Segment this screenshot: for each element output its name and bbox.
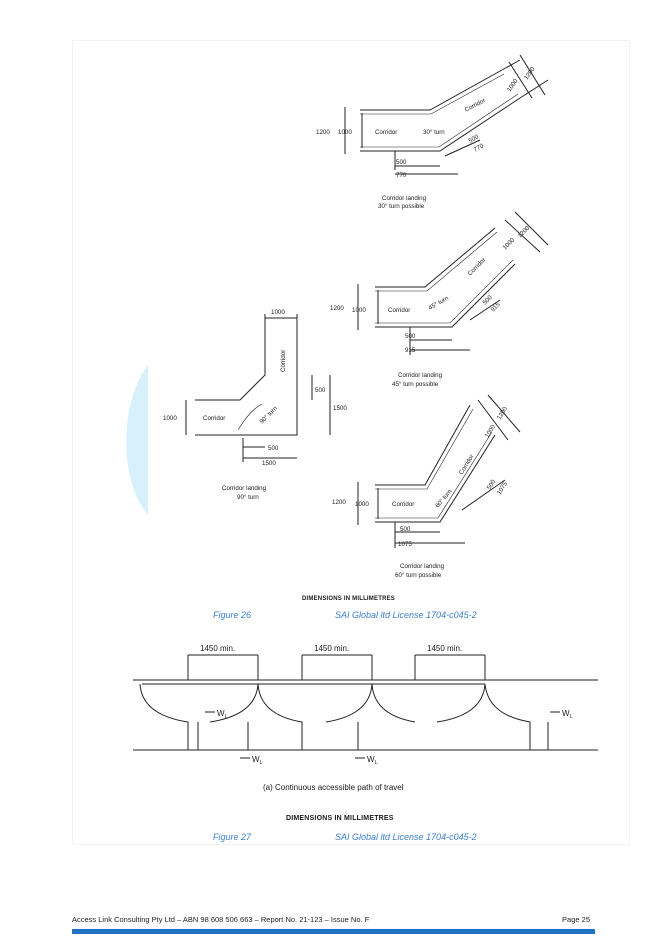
figure27-drawing xyxy=(133,654,598,759)
d60-corridor: Corridor xyxy=(392,501,414,508)
d90-top1000: 1000 xyxy=(271,309,285,316)
d90-label1: Corridor landing xyxy=(222,485,267,492)
d60-o500: 500 xyxy=(486,478,498,491)
fig27-subcaption: (a) Continuous accessible path of travel xyxy=(263,783,404,792)
d45-a915: 915 xyxy=(405,347,416,354)
d90-corridor-v: Corridor xyxy=(280,350,287,372)
d60-w1200: 1200 xyxy=(332,499,346,506)
footer-accent-bar xyxy=(72,929,595,934)
footer-left-text: Access Link Consulting Pty Ltd – ABN 98 … xyxy=(72,915,370,924)
d45-w1000: 1000 xyxy=(352,307,366,314)
fig27-wl-1: WL xyxy=(217,709,228,720)
d30-a500: 500 xyxy=(396,159,407,166)
d30-o500: 500 xyxy=(468,133,481,145)
d45-corridor: Corridor xyxy=(388,307,410,314)
d45-w1200: 1200 xyxy=(330,305,344,312)
d30-a770: 770 xyxy=(396,172,407,179)
d90-r500: 500 xyxy=(315,387,326,394)
d90-label2: 90° turn xyxy=(237,494,259,501)
d60-label1: Corridor landing xyxy=(400,563,445,570)
fig27-dimensions-note: DIMENSIONS IN MILLIMETRES xyxy=(286,815,394,822)
fig27-min1: 1450 min. xyxy=(200,644,235,653)
d60-o1075: 1075 xyxy=(496,480,510,496)
d45-label1: Corridor landing xyxy=(398,372,443,379)
diagram-90-turn xyxy=(185,314,331,462)
page-frame xyxy=(72,40,630,845)
d30-label2: 30° turn possible xyxy=(378,203,425,210)
fig26-dimensions-note: DIMENSIONS IN MILLIMETRES xyxy=(302,596,396,602)
d30-w1000: 1000 xyxy=(338,129,352,136)
d60-o1200: 1200 xyxy=(496,405,510,421)
diagram-60-turn xyxy=(357,394,521,548)
d45-o915: 915 xyxy=(489,301,502,314)
d45-turn: 45° turn xyxy=(428,295,451,312)
d90-b500: 500 xyxy=(268,445,279,452)
d45-o1000: 1000 xyxy=(501,236,516,251)
d30-turn: 30° turn xyxy=(423,129,445,136)
page-footer: Access Link Consulting Pty Ltd – ABN 98 … xyxy=(72,915,590,927)
d60-turn: 60° turn xyxy=(434,488,454,510)
d60-w1000: 1000 xyxy=(355,501,369,508)
footer-page-number: Page 25 xyxy=(562,915,590,924)
fig27-min2: 1450 min. xyxy=(314,644,349,653)
d90-turn: 90° turn xyxy=(258,405,279,426)
d60-a500: 500 xyxy=(400,526,411,533)
fig27-wl-3: WL xyxy=(367,755,378,766)
d30-label1: Corridor landing xyxy=(382,195,427,202)
fig26-caption: Figure 26 xyxy=(213,610,252,620)
d45-a500: 500 xyxy=(405,333,416,340)
d30-o770: 770 xyxy=(473,142,486,154)
diagram-45-turn xyxy=(357,211,549,355)
fig27-wl-4: WL xyxy=(562,709,573,720)
d90-r1500: 1500 xyxy=(333,405,347,412)
d30-corridor: Corridor xyxy=(375,129,397,136)
d60-label2: 60° turn possible xyxy=(395,572,442,579)
d60-a1075: 1075 xyxy=(398,541,412,548)
d90-b1500: 1500 xyxy=(262,460,276,467)
d45-corridor2: Corridor xyxy=(466,257,487,278)
watermark-arc xyxy=(126,365,148,515)
d30-w1200: 1200 xyxy=(316,129,330,136)
fig27-license: SAI Global ltd License 1704-c045-2 xyxy=(335,832,477,842)
d60-o1000: 1000 xyxy=(484,423,498,439)
d90-left1000: 1000 xyxy=(163,415,177,422)
diagram-30-turn xyxy=(344,54,549,175)
d90-corridor-h: Corridor xyxy=(203,415,225,422)
fig26-license: SAI Global ltd License 1704-c045-2 xyxy=(335,610,477,620)
d30-corridor2: Corridor xyxy=(464,97,487,114)
fig27-caption: Figure 27 xyxy=(213,832,252,842)
d45-label2: 45° turn possible xyxy=(392,381,439,388)
fig27-wl-2: WL xyxy=(252,755,263,766)
d30-o1000: 1000 xyxy=(506,77,520,93)
fig27-min3: 1450 min. xyxy=(427,644,462,653)
